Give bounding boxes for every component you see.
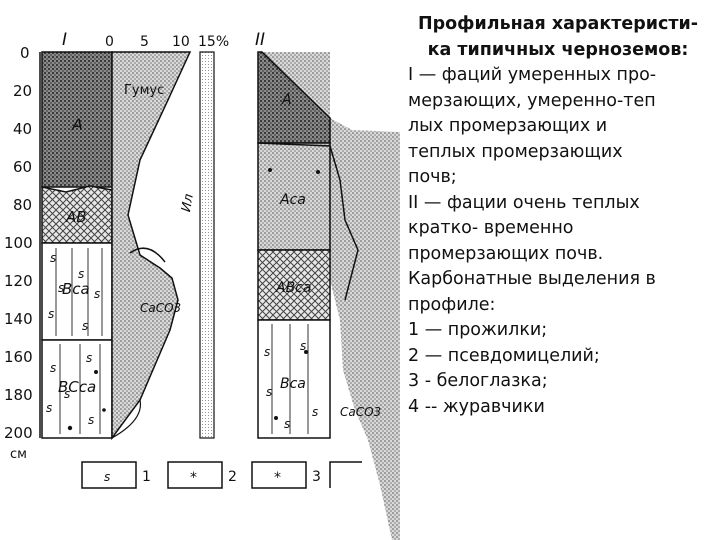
horizon-label: AB bbox=[65, 208, 87, 226]
percent-tick: 10 bbox=[172, 34, 190, 50]
figure-caption: Профильная характеристи- ка типичных чер… bbox=[408, 12, 708, 420]
horizon-A-II bbox=[257, 51, 331, 144]
horizon-Bca-II bbox=[257, 319, 331, 439]
legend-swatch bbox=[251, 461, 307, 489]
svg-text:*: * bbox=[274, 470, 281, 486]
svg-text:s: s bbox=[50, 251, 56, 265]
caption-line: мерзающих, умеренно-теп bbox=[408, 90, 656, 111]
depth-tick: 40 bbox=[13, 120, 32, 138]
clay-bar bbox=[199, 51, 215, 439]
legend-swatch bbox=[81, 461, 137, 489]
caption-line: промерзающих почв. bbox=[408, 243, 604, 264]
svg-text:s: s bbox=[58, 281, 64, 295]
curve-label-caco3: CaCO3 bbox=[140, 301, 181, 315]
legend: s 1 * 2 * 3 bbox=[81, 461, 362, 489]
caption-title-line: ка типичных черноземов: bbox=[427, 39, 689, 60]
svg-text:s: s bbox=[284, 417, 290, 431]
depth-tick: 140 bbox=[4, 310, 33, 328]
curve-label-caco3-II: CaCO3 bbox=[340, 405, 381, 419]
caption-line: профиле: bbox=[408, 294, 496, 315]
legend-label: 3 bbox=[312, 469, 321, 485]
caption-line: 1 — прожилки; bbox=[408, 320, 548, 340]
horizon-label: Bca bbox=[62, 280, 90, 298]
caption-line: почв; bbox=[408, 167, 457, 187]
humus-curve-area bbox=[111, 51, 192, 441]
depth-tick: 0 bbox=[20, 44, 30, 62]
curve-label-humus: Гумус bbox=[124, 83, 164, 98]
svg-text:s: s bbox=[78, 267, 84, 281]
panel-label-I: I bbox=[62, 30, 67, 50]
svg-text:s: s bbox=[64, 387, 70, 401]
horizon-label: ABca bbox=[275, 280, 311, 296]
horizon-Bca bbox=[41, 242, 113, 341]
svg-text:s: s bbox=[312, 405, 318, 419]
svg-text:s: s bbox=[264, 345, 270, 359]
svg-text:*: * bbox=[190, 470, 197, 486]
legend-swatch-partial bbox=[329, 461, 362, 488]
caption-line: лых промерзающих и bbox=[408, 116, 608, 136]
svg-text:s: s bbox=[300, 339, 306, 353]
svg-text:s: s bbox=[82, 319, 88, 333]
depth-tick: 60 bbox=[13, 158, 32, 176]
profile-II: s s s s s A Aca ABca Bca CaCO3 bbox=[257, 51, 400, 540]
horizon-label: A bbox=[281, 92, 292, 108]
svg-text:s: s bbox=[266, 385, 272, 399]
caption-line: 3 - белоглазка; bbox=[408, 371, 548, 391]
depth-tick: 80 bbox=[13, 196, 32, 214]
caption-title-line: Профильная характеристи- bbox=[417, 14, 699, 34]
percent-tick: 5 bbox=[140, 34, 149, 50]
horizon-label: BCca bbox=[58, 378, 96, 396]
depth-tick: 120 bbox=[4, 272, 33, 290]
soil-profile-figure: I II 0 5 10 15% 0 20 40 60 80 100 120 14… bbox=[4, 30, 400, 540]
legend-label: 2 bbox=[228, 469, 237, 485]
svg-text:s: s bbox=[48, 307, 54, 321]
percent-tick: 0 bbox=[105, 34, 114, 50]
depth-tick: 20 bbox=[13, 82, 32, 100]
profile-I: sss sss sss ss A AB Bca BCca Гумус CaCO3… bbox=[41, 51, 215, 441]
horizon-ABca bbox=[257, 249, 331, 321]
legend-label: 1 bbox=[142, 469, 151, 485]
horizon-Aca bbox=[257, 142, 331, 251]
svg-text:s: s bbox=[86, 351, 92, 365]
depth-tick: 160 bbox=[4, 348, 33, 366]
depth-unit: см bbox=[10, 447, 27, 462]
caption-line: 2 — псевдомицелий; bbox=[408, 345, 600, 366]
svg-text:s: s bbox=[50, 361, 56, 375]
percent-tick: 15% bbox=[198, 34, 229, 50]
horizon-label: Aca bbox=[279, 192, 306, 208]
legend-swatch bbox=[167, 461, 223, 489]
caption-line: кратко- временно bbox=[408, 218, 574, 238]
caption-line: Карбонатные выделения в bbox=[408, 269, 656, 289]
horizon-label: Bca bbox=[280, 376, 306, 392]
svg-text:s: s bbox=[46, 401, 52, 415]
curve-label-clay: Ил bbox=[179, 193, 197, 213]
caption-line: теплых промерзающих bbox=[408, 141, 623, 162]
percent-scale: 0 5 10 15% bbox=[105, 34, 229, 50]
svg-text:s: s bbox=[94, 287, 100, 301]
caption-line: II — фации очень теплых bbox=[408, 192, 640, 213]
panel-label-II: II bbox=[255, 30, 265, 50]
svg-text:s: s bbox=[88, 413, 94, 427]
caption-line: 4 -- журавчики bbox=[408, 396, 545, 417]
depth-tick: 100 bbox=[4, 234, 33, 252]
horizon-label: A bbox=[71, 115, 83, 134]
depth-axis: 0 20 40 60 80 100 120 140 160 180 200 см bbox=[4, 44, 41, 462]
svg-text:s: s bbox=[104, 470, 110, 484]
depth-tick: 200 bbox=[4, 424, 33, 442]
caption-line: I — фаций умеренных про- bbox=[408, 65, 657, 85]
depth-tick: 180 bbox=[4, 386, 33, 404]
